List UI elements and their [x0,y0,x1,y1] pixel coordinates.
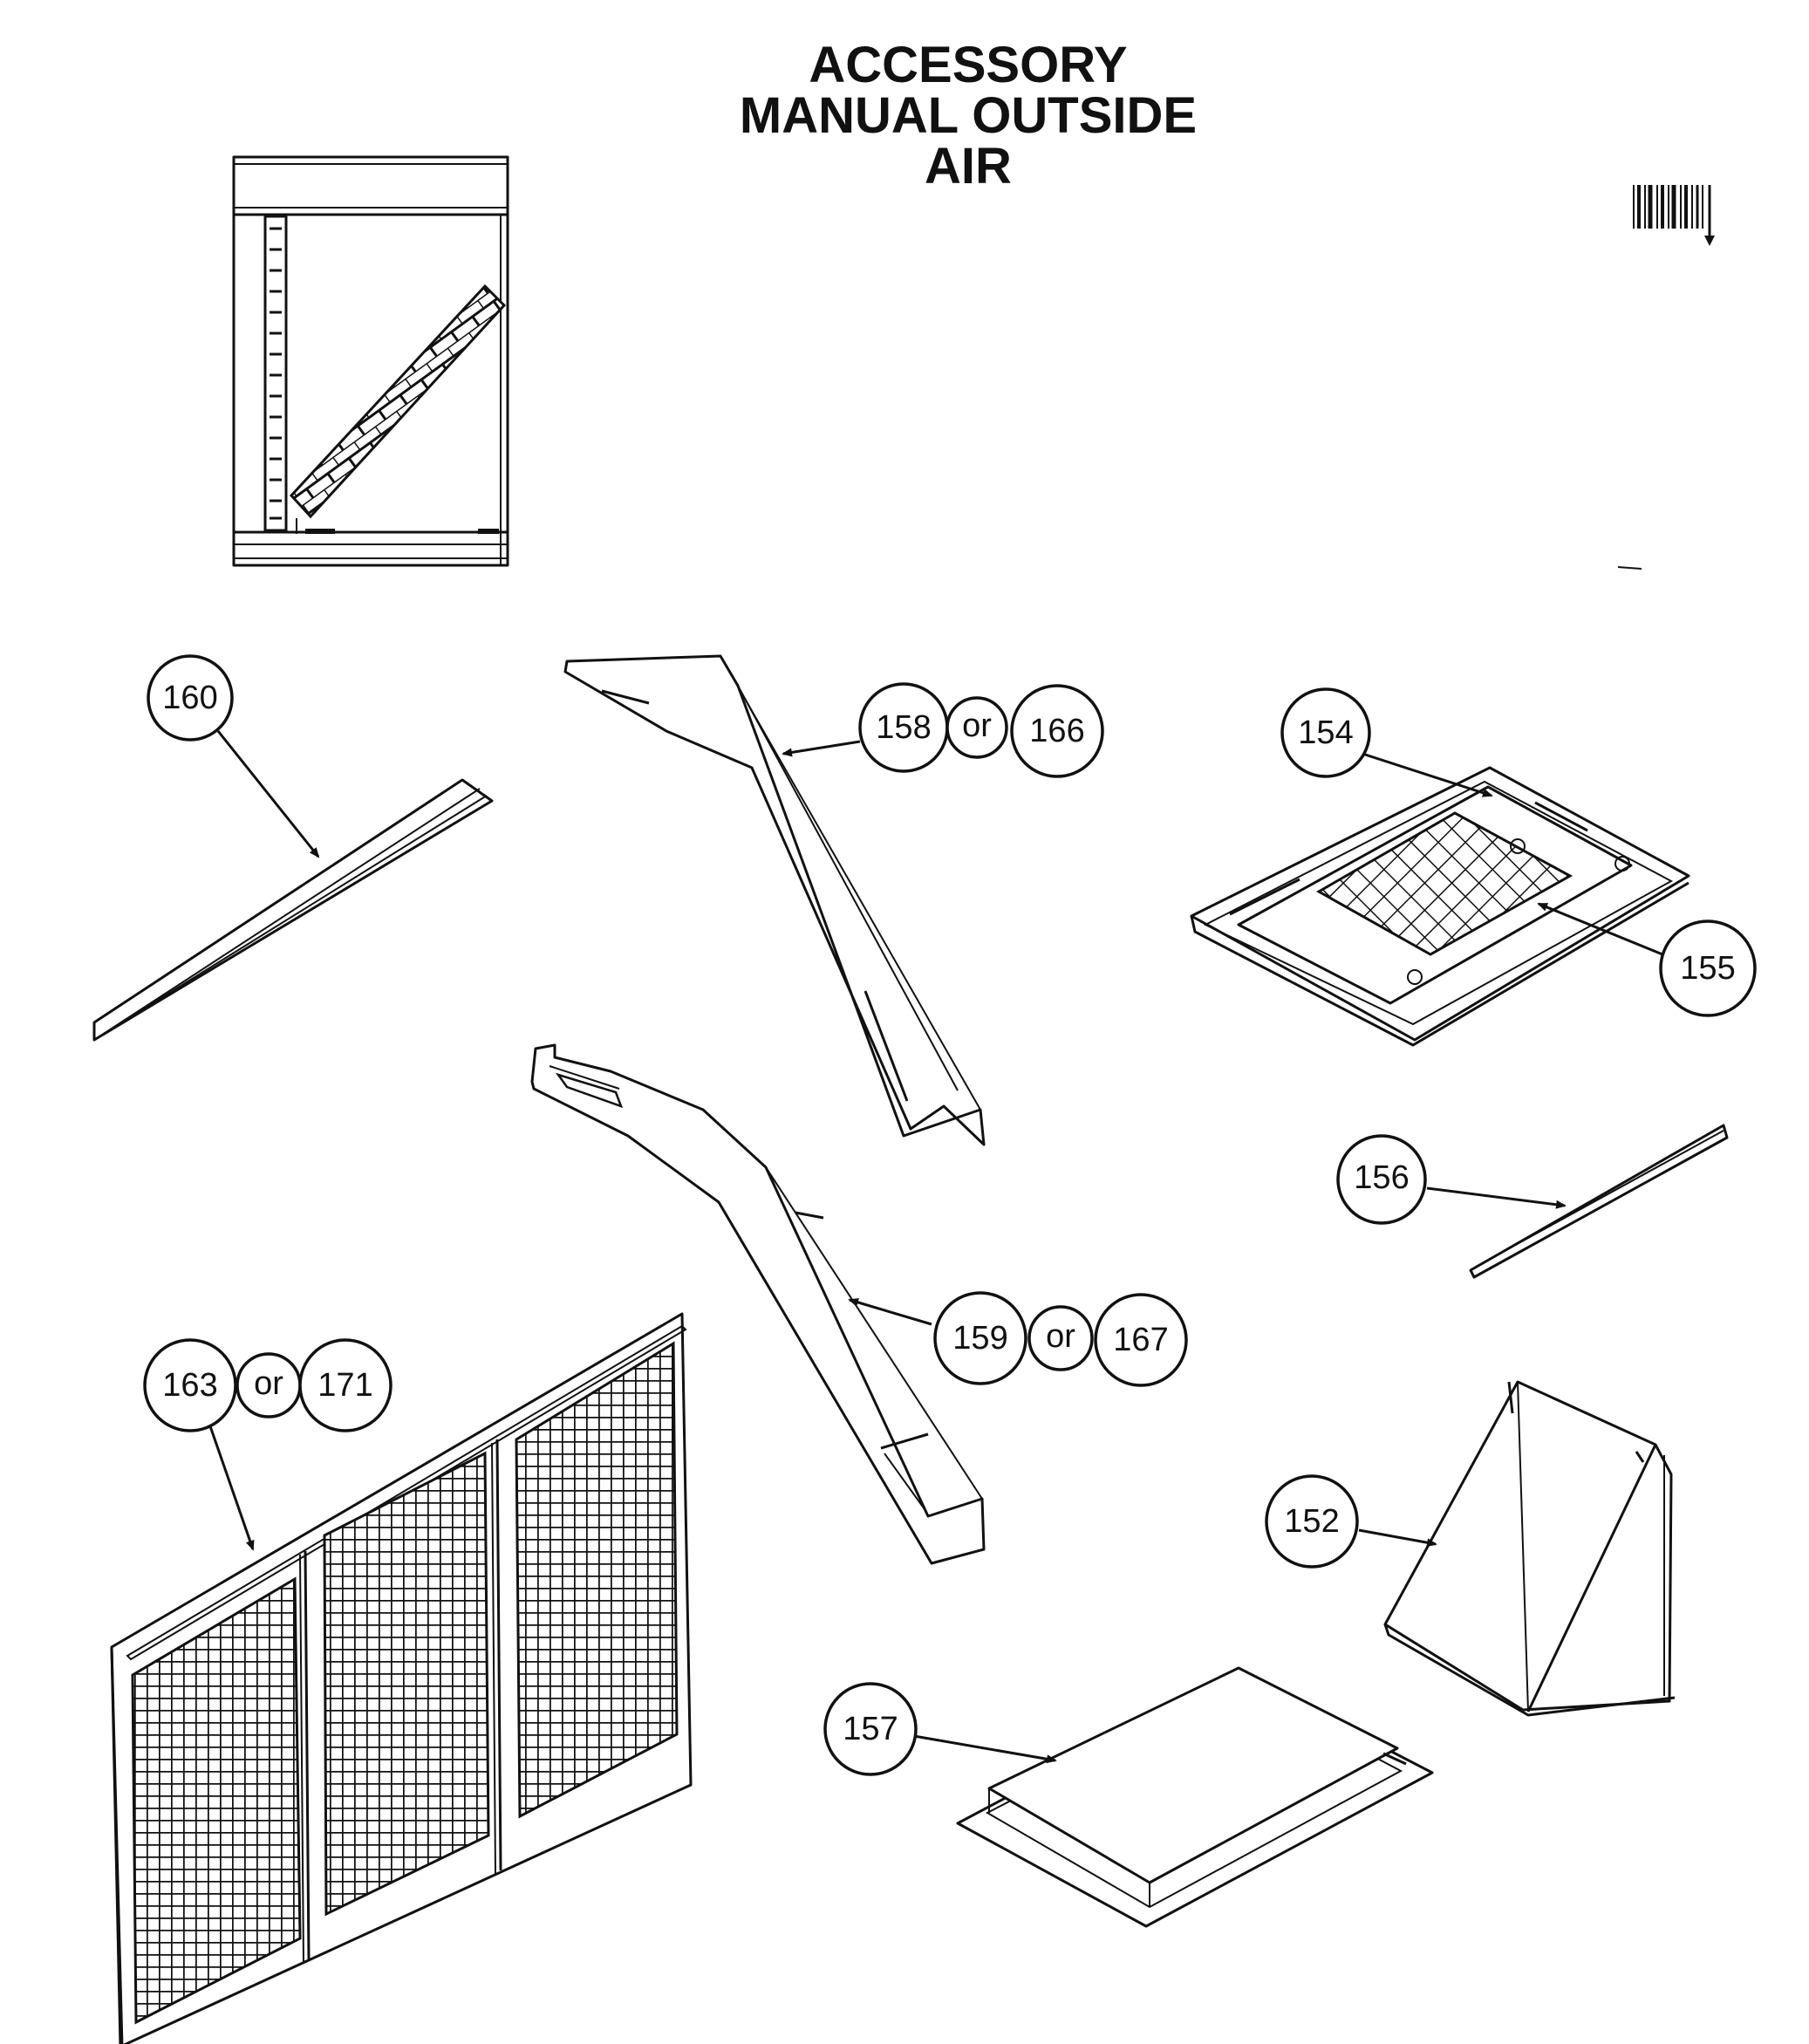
callout-163-label: 163 [162,1367,217,1404]
part-156 [1469,1124,1729,1279]
callout-167-label: 167 [1113,1322,1168,1358]
callout-152: 152 [1265,1474,1359,1569]
callout-158-or-166: 158 or 166 [858,682,1104,778]
part-157 [956,1666,1434,1928]
callout-156-label: 156 [1354,1159,1409,1196]
callout-159-or-label: or [1046,1318,1075,1355]
callout-160-label: 160 [162,680,217,716]
part-154-frame [1190,766,1690,1047]
callout-158-or-label: or [962,708,992,744]
callout-160: 160 [147,654,234,742]
callout-154: 154 [1280,687,1371,778]
part-158-166 [563,654,986,1146]
callout-157: 157 [823,1682,918,1776]
part-160 [92,778,494,1042]
callout-155: 155 [1659,919,1757,1017]
callout-158-label: 158 [876,709,931,746]
callout-159-or-167: 159 or 167 [933,1291,1188,1387]
callout-152-label: 152 [1284,1503,1339,1540]
assembly-view [232,155,509,567]
callout-171-label: 171 [317,1367,372,1404]
barcode-mark [1617,185,1715,570]
title-line-1: ACCESSORY [809,37,1128,93]
title-line-3: AIR [925,138,1012,195]
callout-155-label: 155 [1680,950,1735,987]
title-line-2: MANUAL OUTSIDE [739,87,1198,144]
callout-leaders [208,730,1663,1764]
callout-163-or-171: 163 or 171 [143,1338,393,1432]
callout-154-label: 154 [1298,714,1353,751]
callout-156: 156 [1336,1134,1427,1225]
callout-157-label: 157 [843,1711,898,1747]
diagram-title: ACCESSORY MANUAL OUTSIDE AIR [663,40,1273,192]
part-159-167 [530,1043,986,1565]
part-163-171 [110,1312,693,2044]
callout-163-or-label: or [254,1365,283,1402]
callout-159-label: 159 [952,1320,1007,1357]
callout-166-label: 166 [1029,713,1084,749]
part-152 [1383,1380,1676,1717]
